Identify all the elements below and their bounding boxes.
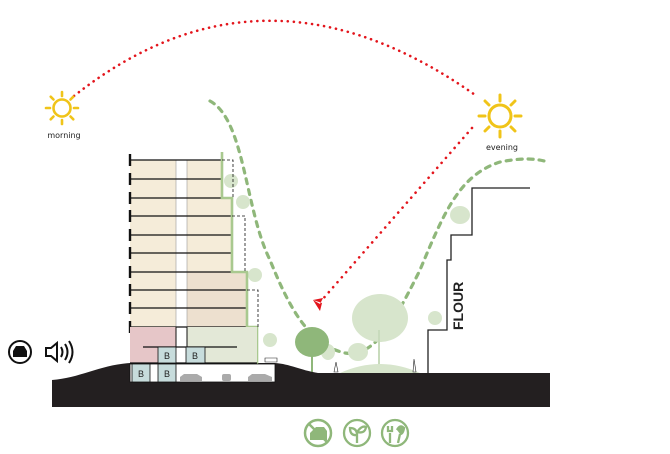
bike-label: B bbox=[192, 351, 198, 361]
plant-sprout-icon bbox=[342, 418, 372, 448]
parked-cars bbox=[180, 374, 272, 381]
bike-label: B bbox=[164, 351, 170, 361]
car-traffic-icon bbox=[8, 340, 32, 364]
park-trees bbox=[224, 174, 470, 373]
green-flow-left bbox=[208, 99, 550, 355]
sun-ray-arrowhead bbox=[313, 298, 323, 311]
neighbour-building-label: FLOUR bbox=[450, 282, 466, 330]
evening-label: evening bbox=[486, 143, 518, 152]
neighbour-building-outline bbox=[427, 187, 530, 373]
morning-sun-icon bbox=[44, 90, 80, 126]
no-car-icon bbox=[303, 418, 333, 448]
bike-storage bbox=[131, 346, 206, 383]
street-tree bbox=[295, 327, 329, 372]
tower bbox=[128, 152, 276, 383]
evening-sun-icon bbox=[477, 93, 523, 139]
morning-label: morning bbox=[47, 131, 80, 140]
ground-section bbox=[52, 363, 550, 407]
bike-label: B bbox=[164, 369, 170, 379]
bike-label: B bbox=[138, 369, 144, 379]
pedestrians bbox=[264, 357, 417, 373]
evening-sun-ray bbox=[320, 126, 474, 302]
sun-path-arc bbox=[72, 19, 480, 99]
noise-speaker-icon bbox=[45, 340, 74, 364]
garden-tools-icon bbox=[380, 418, 410, 448]
